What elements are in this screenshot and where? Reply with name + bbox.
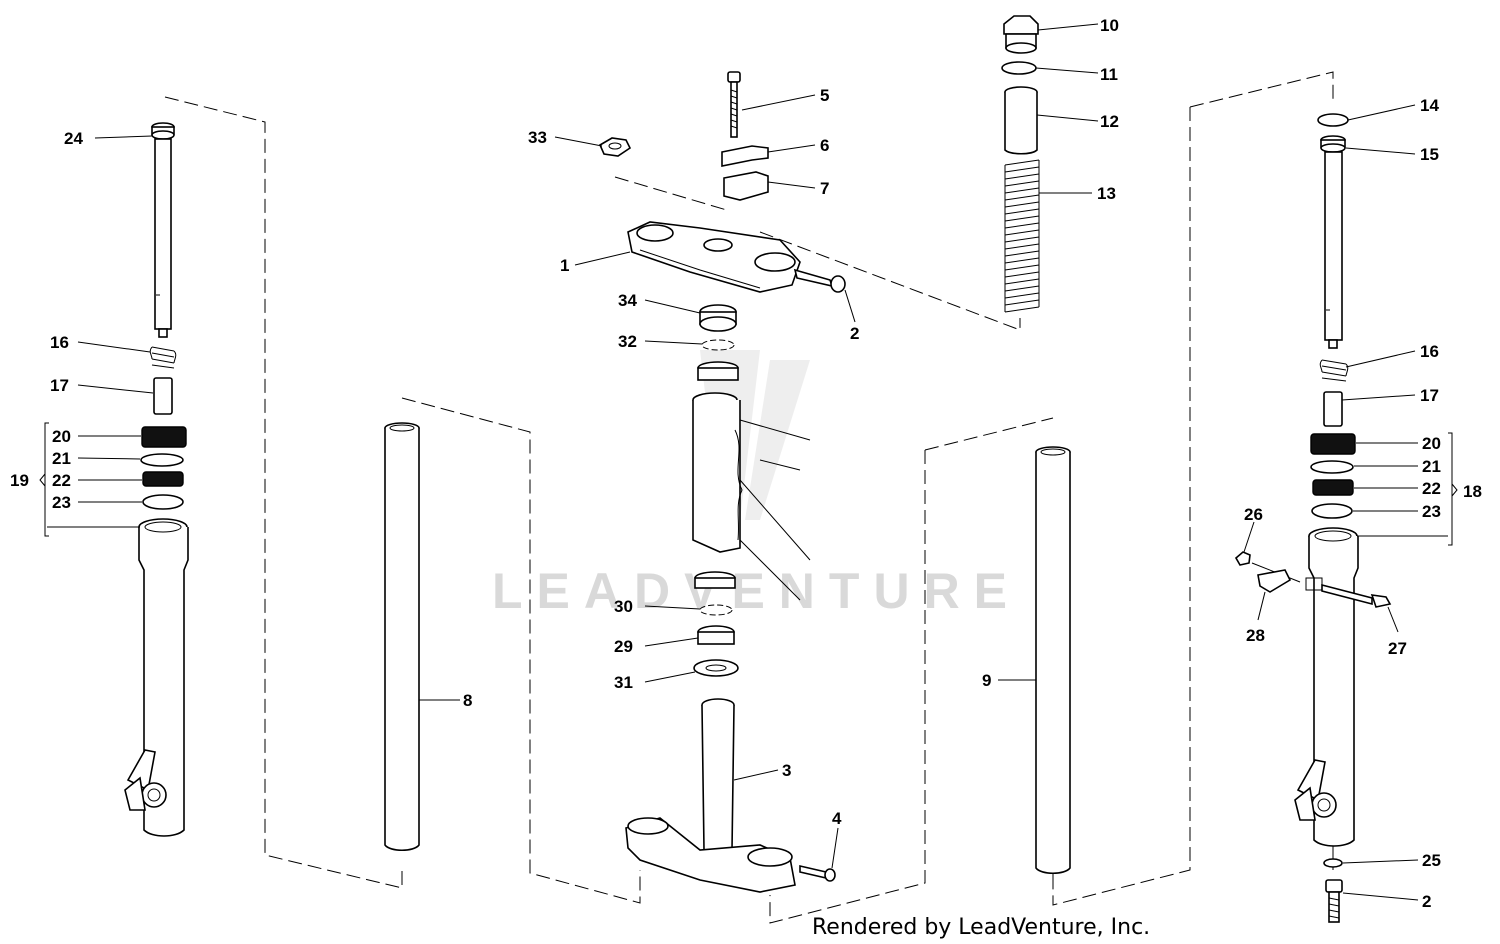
callout-22-right: 22 <box>1422 479 1441 498</box>
callout-25: 25 <box>1422 851 1441 870</box>
right-seal-22 <box>1312 479 1354 496</box>
callout-4: 4 <box>832 809 842 828</box>
callout-17-left: 17 <box>50 376 69 395</box>
right-small-parts <box>1234 551 1392 923</box>
callout-23-right: 23 <box>1422 502 1441 521</box>
callout-15: 15 <box>1420 145 1439 164</box>
cap-bolt-10 <box>1003 15 1039 54</box>
dashed-assembly-lines <box>164 71 1334 924</box>
callout-28: 28 <box>1246 626 1265 645</box>
left-spring-16 <box>149 346 177 369</box>
clamp-7 <box>723 171 769 201</box>
o-ring-11 <box>1001 61 1037 75</box>
right-clip-21 <box>1310 460 1354 474</box>
inner-tube-8: 8 <box>384 422 472 852</box>
bolt-5 <box>727 71 741 138</box>
callout-19: 19 <box>10 471 29 490</box>
callout-7: 7 <box>820 179 829 198</box>
spring-13 <box>1004 159 1040 313</box>
left-seal-22 <box>142 471 184 487</box>
inner-tube-9: 9 <box>982 446 1071 875</box>
callout-16-right: 16 <box>1420 342 1439 361</box>
callout-34: 34 <box>618 291 637 310</box>
callout-2-top: 2 <box>850 324 859 343</box>
callout-1: 1 <box>560 256 569 275</box>
callout-32: 32 <box>618 332 637 351</box>
left-damper-rod <box>151 122 175 338</box>
bolt-4 <box>799 864 836 882</box>
stem-parts <box>692 304 811 677</box>
right-seal-20 <box>1310 433 1356 455</box>
left-collar-17 <box>153 377 173 415</box>
callout-16-left: 16 <box>50 333 69 352</box>
callout-30: 30 <box>614 597 633 616</box>
callout-14: 14 <box>1420 96 1439 115</box>
nut-33 <box>598 137 632 157</box>
upper-triple-clamp-1 <box>627 221 801 293</box>
callout-13: 13 <box>1097 184 1116 203</box>
callout-6: 6 <box>820 136 829 155</box>
callout-23-left: 23 <box>52 493 71 512</box>
right-callouts: 14 15 16 17 20 21 22 23 18 26 28 27 25 2 <box>1243 96 1482 911</box>
callout-10: 10 <box>1100 16 1119 35</box>
callout-2-bottom: 2 <box>1422 892 1431 911</box>
left-outer-tube <box>124 518 189 837</box>
left-callouts: 24 16 17 20 21 22 23 19 <box>10 129 154 537</box>
callout-9: 9 <box>982 671 991 690</box>
callout-26: 26 <box>1244 505 1263 524</box>
spacer-12 <box>1004 86 1038 155</box>
bolt-2-top <box>793 268 846 293</box>
callout-11: 11 <box>1100 65 1118 84</box>
callout-20-right: 20 <box>1422 434 1441 453</box>
cap-callouts: 10 11 12 13 <box>1035 16 1119 203</box>
right-damper-rod <box>1320 135 1346 349</box>
callout-20-left: 20 <box>52 427 71 446</box>
watermark-text: LEADVENTURE <box>492 563 1021 619</box>
callout-29: 29 <box>614 637 633 656</box>
callout-17-right: 17 <box>1420 386 1439 405</box>
callout-31: 31 <box>614 673 633 692</box>
left-washer-23 <box>142 494 184 510</box>
callout-12: 12 <box>1100 112 1119 131</box>
callout-21-left: 21 <box>52 449 71 468</box>
credit-text: Rendered by LeadVenture, Inc. <box>812 915 1150 940</box>
callout-5: 5 <box>820 86 829 105</box>
callout-8: 8 <box>463 691 472 710</box>
left-seal-20 <box>141 426 187 448</box>
right-spring-16 <box>1319 359 1349 382</box>
right-ring-14 <box>1317 113 1349 127</box>
callout-3: 3 <box>782 761 791 780</box>
callout-24: 24 <box>64 129 83 148</box>
right-outer-tube <box>1294 527 1359 847</box>
callout-22-left: 22 <box>52 471 71 490</box>
callout-18: 18 <box>1463 482 1482 501</box>
lower-triple-clamp-3 <box>625 698 796 893</box>
callout-21-right: 21 <box>1422 457 1441 476</box>
clamp-6 <box>721 145 769 167</box>
left-clip-21 <box>140 453 184 467</box>
callout-27: 27 <box>1388 639 1407 658</box>
right-washer-23 <box>1311 503 1353 519</box>
callout-33: 33 <box>528 128 547 147</box>
right-collar-17 <box>1323 391 1343 427</box>
center-callouts: 5 6 7 33 1 2 34 32 30 29 31 3 4 <box>528 86 859 869</box>
